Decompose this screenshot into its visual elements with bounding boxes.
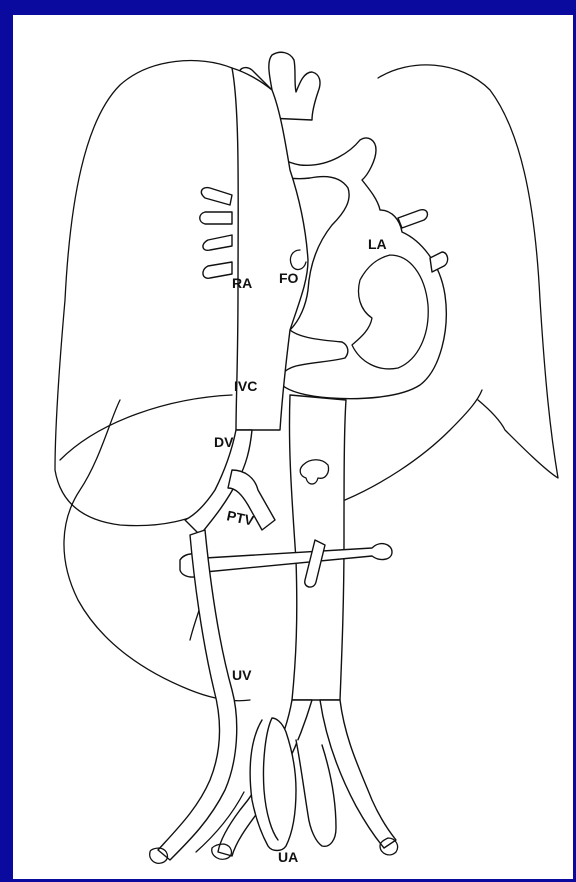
umbilical-vein — [158, 530, 237, 860]
label-uv: UV — [232, 667, 252, 683]
right-pulmonary-vein-upper — [201, 188, 232, 205]
fetal-circulation-diagram: RA FO LA IVC DV PTV UV UA — [13, 15, 573, 879]
right-pulmonary-vein-mid — [200, 212, 232, 224]
liver-right-edge — [345, 390, 482, 500]
label-dv: DV — [214, 434, 234, 450]
diagram-frame: RA FO LA IVC DV PTV UV UA — [13, 15, 573, 879]
label-fo: FO — [279, 270, 299, 286]
right-pulmonary-vein-bottom — [203, 262, 232, 278]
label-la: LA — [368, 236, 387, 252]
label-ivc: IVC — [234, 378, 257, 394]
right-pulmonary-vein-low — [203, 235, 232, 250]
label-ra: RA — [232, 275, 252, 291]
right-lung — [55, 61, 232, 526]
left-pulmonary-vein-upper — [398, 210, 427, 228]
label-ua: UA — [278, 849, 298, 865]
umbilical-artery-loop-2 — [296, 740, 336, 846]
right-lung-fissure — [60, 395, 232, 460]
left-pulmonary-vein-low — [430, 252, 448, 272]
renal-vessels — [180, 544, 392, 577]
